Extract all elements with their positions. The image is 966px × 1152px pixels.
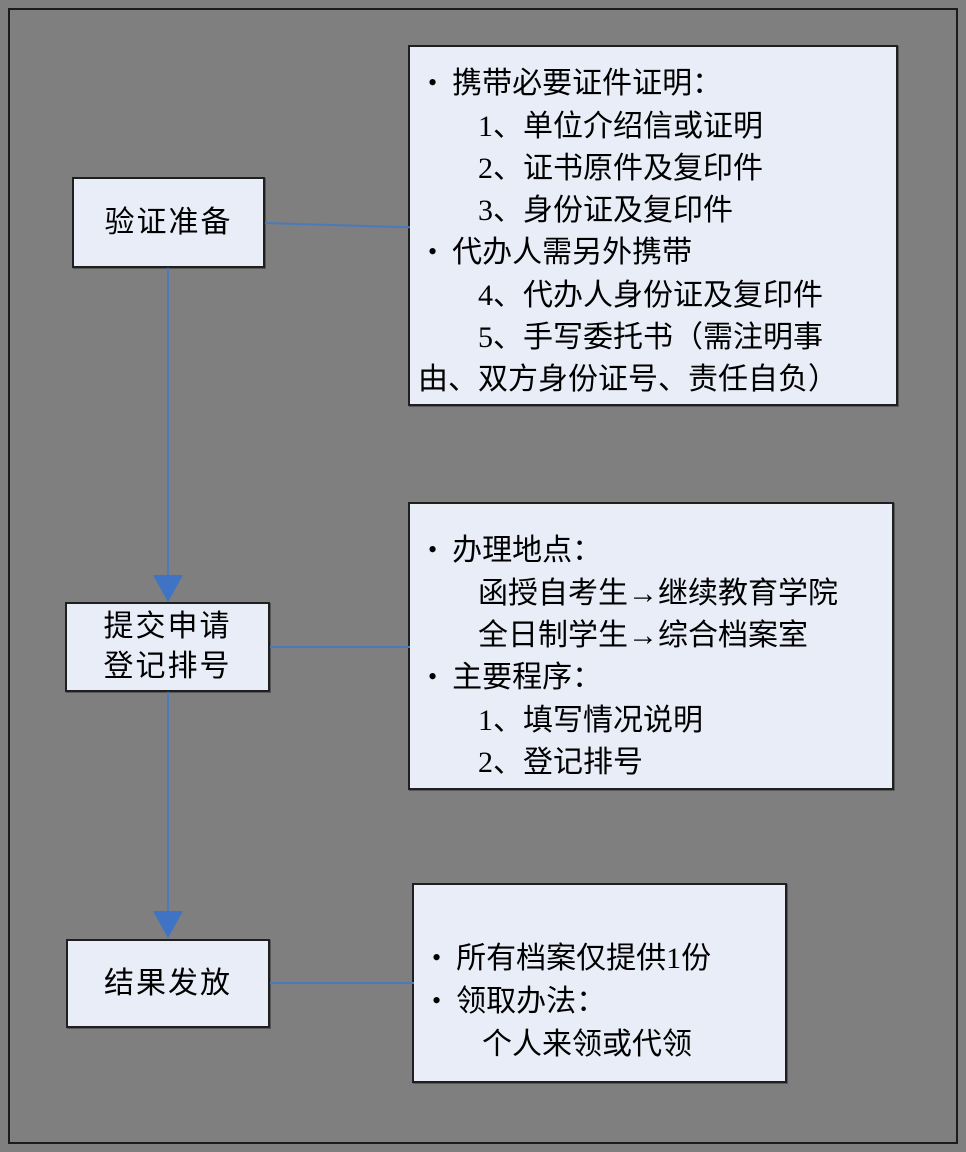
flow-step-submit-application: 提交申请登记排号: [65, 602, 270, 692]
bullet-icon: •: [428, 662, 438, 691]
bullet-icon: •: [432, 943, 442, 972]
detail-box-location-procedure: • 办理地点： 函授自考生→继续教育学院全日制学生→综合档案室 • 主要程序： 1、填写情…: [408, 502, 894, 790]
detail-line: 4、代办人身份证及复印件: [416, 275, 890, 317]
bullet-icon: •: [428, 237, 438, 266]
connector-line-step1-step2: [167, 268, 169, 576]
detail-line-text: 代办人需另外携带: [452, 236, 693, 269]
detail-box-collection: • 所有档案仅提供1份 • 领取办法： 个人来领或代领: [412, 883, 787, 1083]
connector-line-step2-step3: [167, 692, 169, 911]
detail-line-text: 5、手写委托书（需注明事: [478, 321, 823, 354]
detail-line: 全日制学生→综合档案室: [416, 615, 886, 657]
detail-box-documents: • 携带必要证件证明： 1、单位介绍信或证明 2、证书原件及复印件 3、身份证及复印件 •…: [408, 45, 898, 406]
bullet-icon: •: [428, 535, 438, 564]
detail-line: 2、证书原件及复印件: [416, 148, 890, 190]
detail-line-text: 领取办法：: [456, 985, 607, 1018]
detail-line: • 携带必要证件证明：: [416, 63, 890, 106]
detail-line-text: 由、双方身份证号、责任自负）: [418, 363, 838, 396]
detail-line: 1、单位介绍信或证明: [416, 106, 890, 148]
bullet-icon: •: [428, 68, 438, 97]
detail-line-text: 2、登记排号: [478, 746, 643, 779]
arrow-down-icon: [153, 575, 183, 602]
detail-line: 5、手写委托书（需注明事: [416, 317, 890, 359]
detail-line: 1、填写情况说明: [416, 700, 886, 742]
flow-step-label: 提交申请: [103, 610, 232, 643]
detail-line: • 办理地点：: [416, 530, 886, 573]
connector-line-step2-detail2: [270, 646, 410, 648]
flow-step-verification-prep: 验证准备: [72, 177, 265, 268]
detail-line: • 主要程序：: [416, 657, 886, 700]
detail-line: • 领取办法：: [420, 981, 779, 1024]
flow-step-label: 结果发放: [104, 966, 232, 1000]
arrow-down-icon: [153, 911, 183, 938]
detail-line: • 所有档案仅提供1份: [420, 938, 779, 981]
connector-line-step3-detail3: [270, 982, 414, 984]
detail-line: 3、身份证及复印件: [416, 190, 890, 232]
detail-line: 个人来领或代领: [420, 1024, 779, 1066]
outer-frame: [8, 8, 958, 1144]
detail-line-text: 办理地点：: [452, 534, 603, 567]
detail-line-text: 2、证书原件及复印件: [478, 152, 763, 185]
detail-line-text: 3、身份证及复印件: [478, 194, 733, 227]
detail-line-text: 函授自考生→继续教育学院: [478, 577, 838, 610]
detail-line-text: 全日制学生→综合档案室: [478, 619, 808, 652]
bullet-icon: •: [432, 986, 442, 1015]
detail-line-text: 1、填写情况说明: [478, 704, 703, 737]
detail-line: 2、登记排号: [416, 742, 886, 784]
detail-line-text: 1、单位介绍信或证明: [478, 110, 763, 143]
detail-line: 由、双方身份证号、责任自负）: [416, 359, 890, 401]
detail-line-text: 携带必要证件证明：: [452, 67, 723, 100]
flow-step-label: 验证准备: [104, 205, 233, 239]
detail-line-text: 主要程序：: [452, 661, 603, 694]
detail-line: • 代办人需另外携带: [416, 232, 890, 275]
detail-line: 函授自考生→继续教育学院: [416, 573, 886, 615]
flow-step-label: 登记排号: [103, 650, 232, 683]
detail-line-text: 所有档案仅提供1份: [456, 942, 712, 975]
flow-step-result-release: 结果发放: [66, 939, 270, 1028]
detail-line-text: 4、代办人身份证及复印件: [478, 279, 823, 312]
detail-line-text: 个人来领或代领: [482, 1028, 692, 1061]
